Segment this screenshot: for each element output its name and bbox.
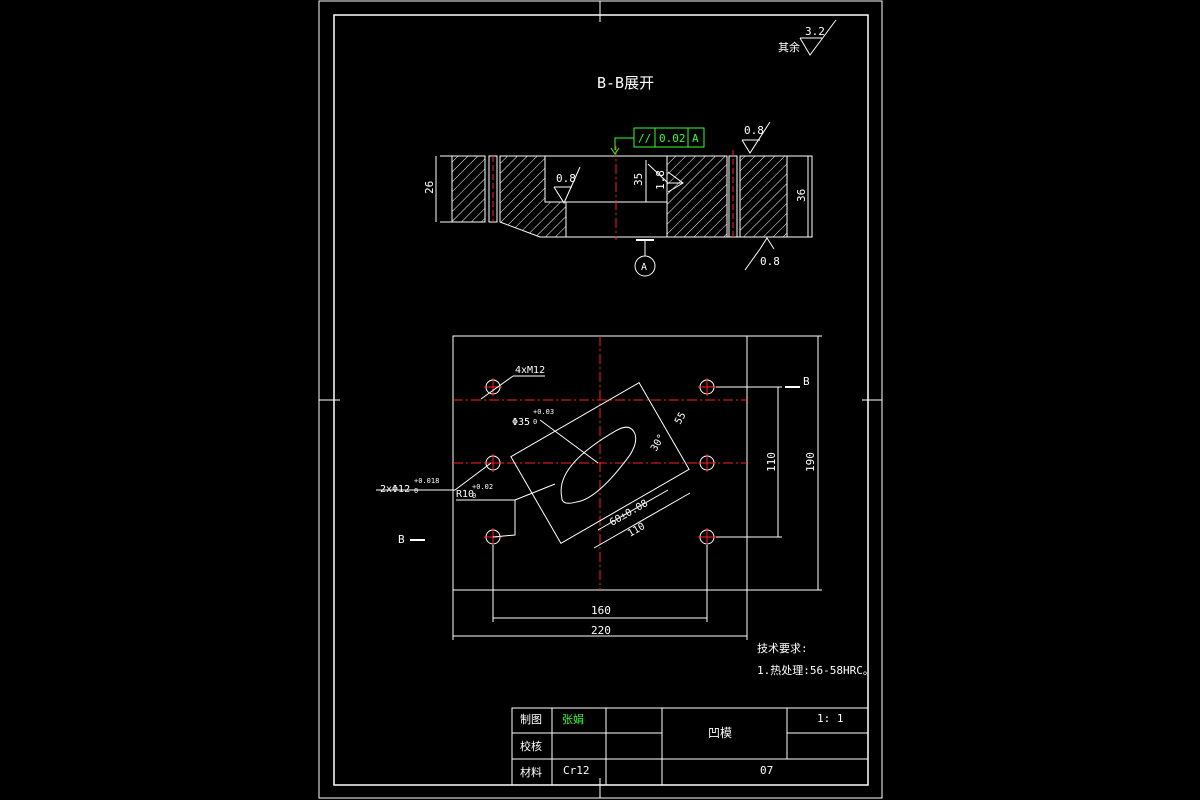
roughness-general-value: 3.2 (805, 25, 825, 38)
material-label: 材料 (520, 765, 542, 779)
section-title: B-B展开 (597, 74, 654, 92)
dim-height: 190 (804, 452, 817, 472)
material-value: Cr12 (563, 764, 590, 777)
roughness-inner: 1.8 (654, 170, 667, 190)
dim-hole-spacing-y: 110 (765, 452, 778, 472)
dim-slot-width: 55 (673, 411, 689, 427)
checked-label: 校核 (520, 739, 542, 753)
section-view: 26 35 36 1.8 0.8 0.8 0.8 A (423, 121, 813, 277)
dim-width: 220 (591, 624, 611, 637)
roughness-general-label: 其余 (778, 40, 800, 54)
tolerance-symbol: // (638, 132, 651, 145)
tech-item-1: 1.热处理:56-58HRC。 (757, 664, 874, 677)
radius-callout: R10 (456, 489, 474, 500)
angle-label: 30° (649, 432, 668, 453)
roughness-general: 其余 3.2 (778, 19, 837, 56)
dim-hole-spacing-x: 160 (591, 604, 611, 617)
dim-left-height: 26 (423, 181, 436, 194)
part-name: 凹模 (708, 726, 732, 740)
dim-slot-length: 60±0.08 (608, 498, 650, 529)
holes (484, 378, 716, 546)
dim-right-height: 36 (795, 189, 808, 202)
scale-value: 1: 1 (817, 712, 844, 725)
pin-tol-lower: 0 (414, 487, 418, 495)
bore-callout: Φ35 (512, 417, 530, 428)
tech-title: 技术要求: (757, 642, 808, 655)
drawn-name: 张娟 (562, 712, 584, 726)
pin-tol: +0.018 (414, 477, 439, 485)
center-marks (319, 1, 882, 798)
radius-tol: +0.02 (472, 483, 493, 491)
radius-tol-lower: 0 (472, 492, 476, 500)
drawn-label: 制图 (520, 713, 542, 726)
datum-label: A (641, 262, 647, 273)
roughness-top-right: 0.8 (744, 124, 764, 137)
sheet-no: 07 (760, 764, 773, 777)
plan-view: 4xM12 Φ35 +0.03 0 2xΦ12 +0.018 0 R10 +0.… (376, 335, 822, 640)
tolerance-datum: A (692, 132, 699, 145)
pin-callout: 2xΦ12 (380, 484, 410, 495)
bore-tol: +0.03 (533, 408, 554, 416)
tech-requirements: 技术要求: 1.热处理:56-58HRC。 (757, 642, 874, 677)
roughness-cavity: 0.8 (556, 172, 576, 185)
hole-callout: 4xM12 (515, 365, 545, 376)
title-block (511, 707, 869, 786)
bore-tol-lower: 0 (533, 418, 537, 426)
section-mark-left: B (398, 533, 405, 546)
tolerance-frame: // 0.02 A (610, 127, 705, 155)
roughness-bottom: 0.8 (760, 255, 780, 268)
tolerance-value: 0.02 (659, 132, 686, 145)
section-mark-right: B (803, 375, 810, 388)
dim-inner-height: 35 (632, 173, 645, 186)
